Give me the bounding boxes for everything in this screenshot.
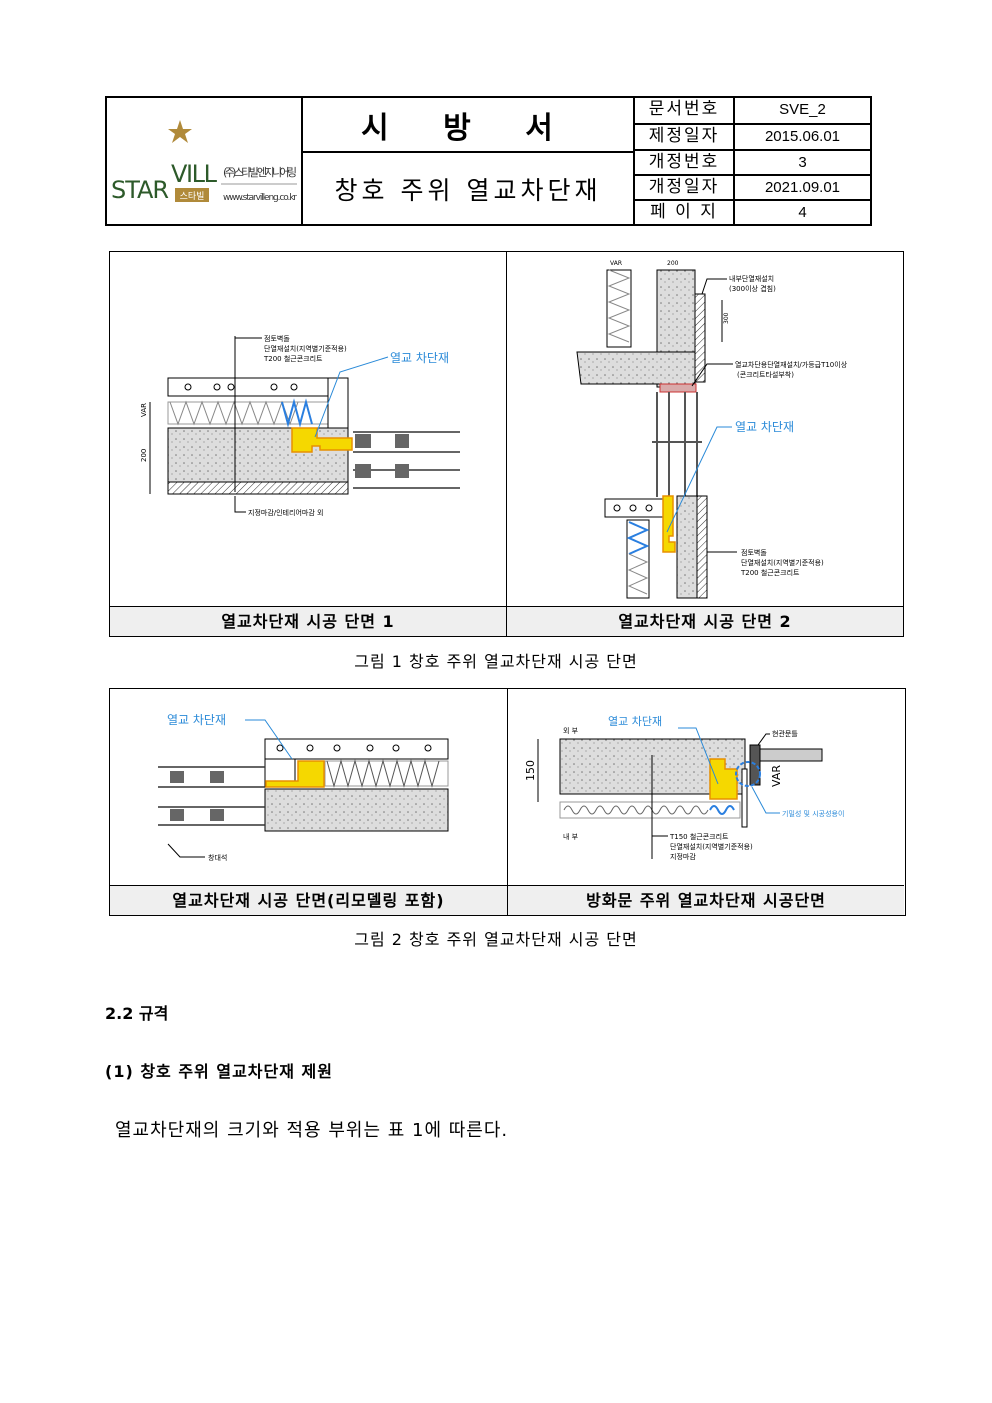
company-logo: STAR VILL 스타빌 (주)스타빌 엔지니어링 www.starville… — [107, 98, 303, 224]
label-door-frame: 현관문틀 — [772, 729, 798, 738]
figure-2-panel-2: 150 VAR 외 부 내 부 현관문틀 기밀성 및 시공성용이 열교 차단재 … — [508, 689, 905, 915]
logo-url: www.starvilleng.co.kr — [223, 193, 297, 203]
label-inner-insulation-note: (300이상 겹침) — [729, 284, 776, 293]
figure-1-caption-2: 열교차단재 시공 단면 2 — [507, 606, 903, 636]
callout-thermal-break: 열교 차단재 — [608, 715, 662, 728]
label-thermal-break-insulation: 열교차단용단열재설치/가등급T10이상 — [735, 360, 848, 369]
document-meta-table: 문서번호 SVE_2 제정일자 2015.06.01 개정번호 3 개정일자 2021.… — [635, 98, 870, 224]
dimension-var: VAR — [770, 765, 783, 787]
label-inside: 내 부 — [563, 832, 579, 841]
label-concrete: T200 철근콘크리트 — [263, 354, 323, 363]
callout-thermal-break: 열교 차단재 — [735, 420, 794, 434]
figure-1-table: VAR 200 점토벽돌 단열재설치(지역별기준적용) T200 철근콘크리트 … — [109, 251, 904, 637]
callout-thermal-break: 열교 차단재 — [390, 351, 449, 365]
callout-thermal-break: 열교 차단재 — [167, 713, 226, 727]
meta-label: 페 이 지 — [635, 201, 735, 224]
label-inner-insulation: 내부단열재설치 — [729, 274, 774, 283]
figure-1-title: 그림 1 창호 주위 열교차단재 시공 단면 — [354, 652, 638, 671]
star-icon — [168, 120, 192, 143]
meta-value: 4 — [798, 204, 807, 221]
figure-1-caption-1: 열교차단재 시공 단면 1 — [110, 606, 506, 636]
section-drawing-2: VAR 200 300 내부단열재설치 (300이상 겹침) 열교차단용단열재설… — [576, 260, 848, 599]
meta-row-established: 제정일자 2015.06.01 — [635, 125, 870, 151]
label-brick: 점토벽돌 — [264, 334, 290, 343]
label-brick: 점토벽돌 — [741, 548, 767, 557]
dimension-var: VAR — [140, 403, 148, 417]
section-heading: 2.2 규격 — [105, 1004, 169, 1023]
label-finish: 지정마감 — [670, 852, 696, 861]
meta-value: 2015.06.01 — [764, 128, 841, 145]
section-drawing-1: VAR 200 점토벽돌 단열재설치(지역별기준적용) T200 철근콘크리트 … — [140, 334, 460, 517]
label-concrete: T200 철근콘크리트 — [740, 568, 800, 577]
label-concrete: T150 철근콘크리트 — [669, 832, 729, 841]
figure-1-panel-2: VAR 200 300 내부단열재설치 (300이상 겹침) 열교차단용단열재설… — [507, 252, 903, 636]
meta-value: SVE_2 — [779, 101, 826, 118]
figure-2-caption-1: 열교차단재 시공 단면(리모델링 포함) — [110, 885, 507, 915]
figure-1-panel-1: VAR 200 점토벽돌 단열재설치(지역별기준적용) T200 철근콘크리트 … — [110, 252, 507, 636]
meta-label: 문서번호 — [635, 98, 735, 123]
note-airtightness: 기밀성 및 시공성용이 — [782, 809, 844, 818]
meta-row-page: 페 이 지 4 — [635, 201, 870, 224]
document-header: STAR VILL 스타빌 (주)스타빌 엔지니어링 www.starville… — [105, 96, 872, 226]
section-body: 열교차단재의 크기와 적용 부위는 표 1에 따른다. — [115, 1120, 509, 1141]
label-insulation: 단열재설치(지역별기준적용) — [264, 344, 347, 353]
dimension-200: 200 — [140, 449, 148, 462]
meta-label: 제정일자 — [635, 125, 735, 149]
label-insulation: 단열재설치(지역별기준적용) — [741, 558, 824, 567]
section-drawing-3: 창대석 열교 차단재 — [158, 713, 449, 862]
dimension-150: 150 — [524, 760, 537, 781]
meta-label: 개정일자 — [635, 176, 735, 199]
label-sill: 창대석 — [208, 853, 227, 862]
meta-value: 3 — [798, 154, 807, 171]
meta-row-doc-no: 문서번호 SVE_2 — [635, 98, 870, 125]
logo-brand-kr: 스타빌 — [180, 191, 205, 202]
figure-2-panel-1: 창대석 열교 차단재 열교차단재 시공 단면(리모델링 포함) — [110, 689, 508, 915]
document-title: 창호 주위 열교차단재 — [303, 153, 635, 224]
figure-2-caption-2: 방화문 주위 열교차단재 시공단면 — [508, 885, 904, 915]
section-subheading: (1) 창호 주위 열교차단재 제원 — [105, 1062, 333, 1081]
meta-row-revision-no: 개정번호 3 — [635, 151, 870, 176]
logo-company: (주)스타빌 엔지니어링 — [223, 166, 297, 179]
meta-row-revision-date: 개정일자 2021.09.01 — [635, 176, 870, 201]
section-drawing-4: 150 VAR 외 부 내 부 현관문틀 기밀성 및 시공성용이 열교 차단재 … — [524, 715, 844, 861]
meta-label: 개정번호 — [635, 151, 735, 174]
label-finish: 지정마감/인테리어마감 외 — [248, 508, 323, 517]
label-outside: 외 부 — [563, 726, 579, 735]
label-insulation: 단열재설치(지역별기준적용) — [670, 842, 753, 851]
meta-value: 2021.09.01 — [764, 179, 841, 196]
logo-vill: VILL — [171, 160, 218, 188]
label-thermal-break-note: (콘크리트타설부착) — [737, 370, 794, 379]
document-type: 시 방 서 — [303, 98, 635, 153]
dimension-200: 200 — [667, 260, 679, 267]
figure-2-table: 창대석 열교 차단재 열교차단재 시공 단면(리모델링 포함) 150 VAR … — [109, 688, 906, 916]
dimension-var: VAR — [610, 260, 622, 267]
figure-2-title: 그림 2 창호 주위 열교차단재 시공 단면 — [354, 930, 638, 949]
logo-star: STAR — [111, 176, 169, 204]
dimension-300: 300 — [723, 312, 730, 324]
